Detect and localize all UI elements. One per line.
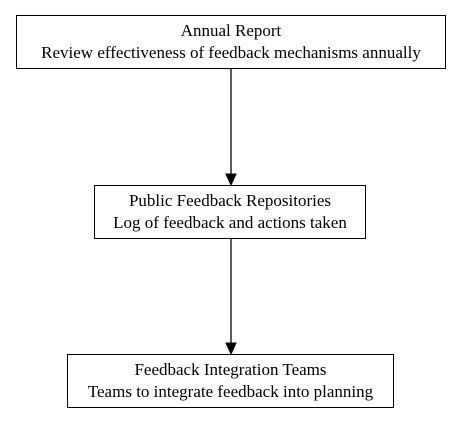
node-description: Log of feedback and actions taken bbox=[113, 213, 347, 232]
node-feedback-integration-teams: Feedback Integration Teams Teams to inte… bbox=[67, 354, 394, 408]
node-title: Feedback Integration Teams bbox=[134, 360, 327, 379]
node-description: Review effectiveness of feedback mechani… bbox=[41, 43, 421, 62]
node-title: Public Feedback Repositories bbox=[128, 191, 332, 210]
edge-public-feedback-repositories-to-feedback-integration-teams bbox=[225, 239, 237, 356]
edge-annual-report-to-public-feedback-repositories bbox=[225, 69, 237, 187]
node-annual-report: Annual Report Review effectiveness of fe… bbox=[16, 15, 446, 69]
node-public-feedback-repositories: Public Feedback Repositories Log of feed… bbox=[94, 185, 366, 239]
node-title: Annual Report bbox=[180, 21, 282, 40]
node-description: Teams to integrate feedback into plannin… bbox=[87, 382, 374, 401]
